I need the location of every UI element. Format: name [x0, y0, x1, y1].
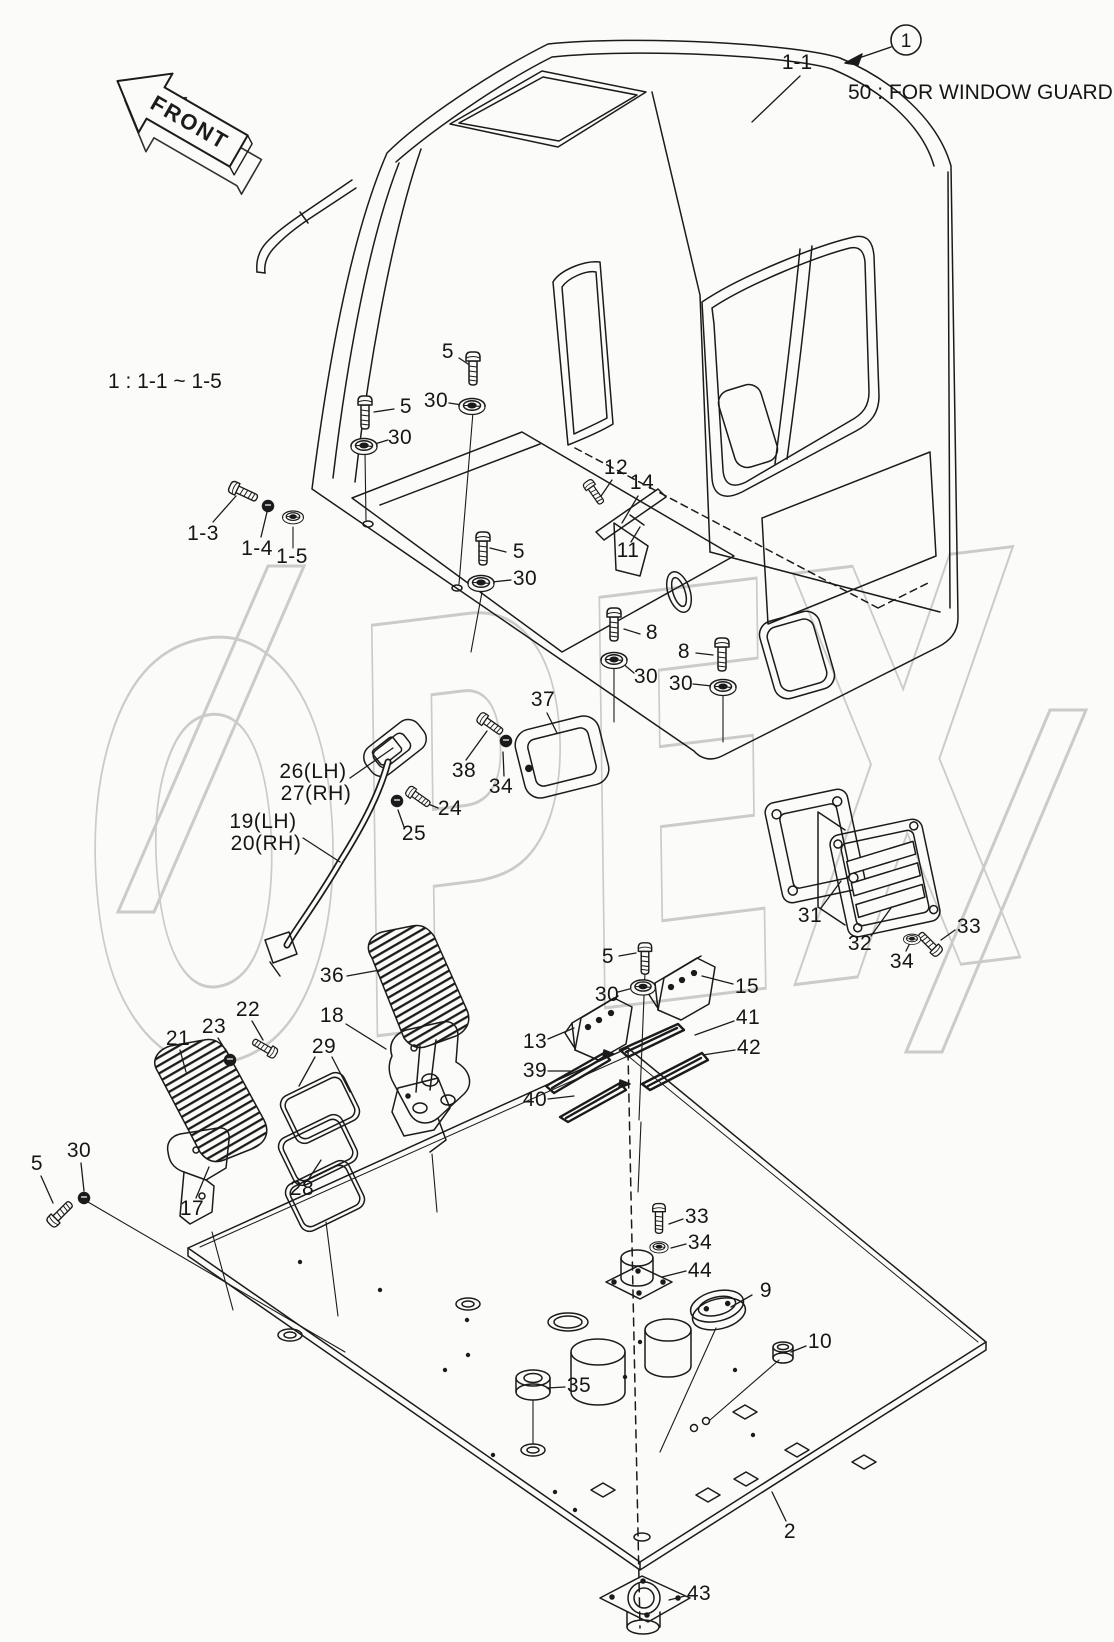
part-10-cap — [772, 1341, 794, 1364]
assembly-ref-label: 1-1 — [782, 51, 812, 74]
callout-balloon: 1 — [901, 31, 912, 52]
part-31-gasket — [764, 788, 866, 904]
alignment-lines — [87, 411, 780, 1453]
part-32-louver — [817, 811, 941, 938]
part-11-assembly — [595, 488, 667, 577]
part-43-mount — [599, 1575, 691, 1635]
bracket-18 — [388, 1020, 471, 1153]
window-guard-note: 50 : FOR WINDOW GUARD — [848, 81, 1113, 104]
part-37-cover — [514, 715, 610, 799]
bracket-13 — [564, 995, 633, 1061]
floor-plate — [187, 1047, 987, 1635]
pedal-36 — [367, 924, 470, 1137]
bracket-17 — [166, 1127, 230, 1225]
wedges-39-42 — [544, 1022, 710, 1124]
balloon-arrow — [844, 24, 922, 66]
part-9-grommet — [689, 1289, 747, 1331]
front-arrow — [116, 72, 263, 195]
pedal-21 — [154, 1038, 268, 1163]
leader-lines — [40, 75, 956, 1601]
part-44-mount — [605, 1249, 673, 1300]
part-35-grommet — [515, 1369, 551, 1401]
plate-28 — [284, 1159, 366, 1233]
cab-body — [256, 39, 959, 760]
range-note: 1 : 1-1 ~ 1-5 — [108, 370, 222, 393]
